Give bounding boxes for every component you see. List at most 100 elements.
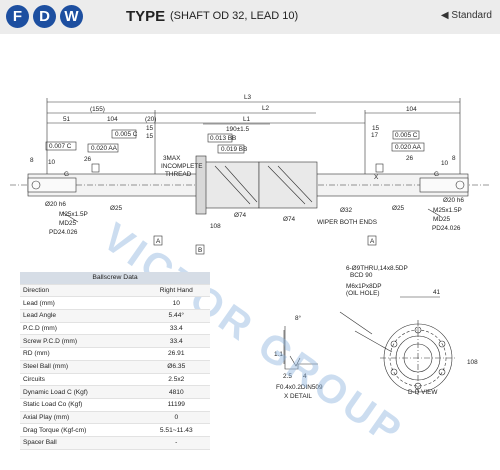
- dim-left-d20: Ø20 h6: [45, 201, 66, 208]
- type-badge-w: W: [60, 5, 83, 28]
- type-badge-d: D: [33, 5, 56, 28]
- tol-left-2: 0.005 C: [115, 131, 138, 138]
- dim-d32: Ø32: [340, 207, 353, 214]
- dim-l2: L2: [262, 105, 270, 112]
- table-row: Dynamic Load C (Kgf)4810: [20, 385, 210, 399]
- table-row: P.C.D (mm)33.4: [20, 322, 210, 336]
- md-right: MD25: [433, 216, 450, 223]
- table-row: Steel Ball (mm)Ø6.35: [20, 360, 210, 374]
- dim-17: 17: [371, 132, 379, 139]
- row-label: Spacer Ball: [20, 436, 143, 450]
- type-subtitle: (SHAFT OD 32, LEAD 10): [170, 10, 299, 22]
- pd-right: PD24.026: [432, 225, 461, 232]
- row-value: 33.4: [142, 322, 210, 336]
- standard-button-label: Standard: [451, 10, 492, 21]
- dim-d74a: Ø74: [234, 212, 247, 219]
- row-label: Circuits: [20, 373, 143, 387]
- table-row: Axial Play (mm)0: [20, 411, 210, 425]
- x-11: 1.1: [274, 351, 283, 358]
- row-label: Dynamic Load C (Kgf): [20, 385, 143, 399]
- dim-15c: 15: [372, 125, 380, 132]
- label-right-g: G: [434, 171, 439, 178]
- table-title: Ballscrew Data: [20, 272, 210, 285]
- row-value: 2.5x2: [142, 373, 210, 387]
- table-row: Lead (mm)10: [20, 296, 210, 311]
- row-value: 4810: [142, 385, 210, 399]
- label-x: X: [374, 174, 379, 181]
- x-4: 4: [303, 373, 307, 380]
- dim-right-10: 10: [441, 160, 449, 167]
- dim-d74b: Ø74: [283, 216, 296, 223]
- tol-left-1: 0.007 C: [49, 143, 72, 150]
- tol-bb2: 0.019 BB: [221, 146, 247, 153]
- label-left-g: G: [64, 171, 69, 178]
- dim-left-10: 10: [48, 159, 56, 166]
- triangle-left-icon: ◀: [440, 10, 449, 21]
- row-value: 11199: [142, 398, 210, 412]
- row-value: 26.91: [142, 347, 210, 361]
- dim-51: 51: [63, 116, 71, 123]
- tol-right-2: 0.020 AA: [395, 144, 422, 151]
- row-label: Direction: [20, 284, 143, 298]
- row-label: Drag Torque (Kgf-cm): [20, 423, 143, 437]
- dim-right-d25: Ø25: [392, 205, 405, 212]
- ballscrew-drawing: L3 L2 L1 (155) 104 51 104 (20) 15 15 190…: [10, 94, 490, 400]
- datum-b: B: [198, 247, 202, 254]
- standard-button[interactable]: ◀ Standard: [441, 10, 492, 21]
- dim-108: 108: [210, 223, 221, 230]
- md-left: MD25: [59, 220, 76, 227]
- row-label: Steel Ball (mm): [20, 360, 143, 374]
- label-3max: 3MAX: [163, 155, 181, 162]
- dim-left-8: 8: [30, 157, 34, 164]
- dd-view-title: D-D VIEW: [408, 389, 438, 396]
- dim-right-d20: Ø20 h6: [443, 197, 464, 204]
- tol-right-1: 0.005 C: [395, 132, 418, 139]
- tol-bb1: 0.013 BB: [210, 135, 236, 142]
- dd-41: 41: [433, 289, 441, 296]
- row-label: Lead Angle: [20, 309, 143, 323]
- table-row: Static Load Co (Kgf)11199: [20, 398, 210, 412]
- dim-104-left: 104: [107, 116, 118, 123]
- label-incomplete: INCOMPLETE: [161, 163, 203, 170]
- datum-left-a: A: [156, 238, 161, 245]
- x-detail-title: X DETAIL: [284, 393, 312, 400]
- x-note: F0.4x0.2DIN509: [276, 384, 323, 391]
- row-label: P.C.D (mm): [20, 322, 143, 336]
- dim-190: 190±1.5: [226, 126, 249, 133]
- thread-right: M25x1.5P: [433, 207, 462, 214]
- dim-15a: 15: [146, 125, 154, 132]
- datum-right-a: A: [370, 238, 375, 245]
- header-bar: F D W TYPE (SHAFT OD 32, LEAD 10) ◀ Stan…: [0, 0, 500, 34]
- dd-bcd: BCD 90: [350, 272, 373, 279]
- dim-104-right: 104: [406, 106, 417, 113]
- row-label: Lead (mm): [20, 296, 143, 311]
- dim-15b: 15: [146, 133, 154, 140]
- row-value: -: [142, 436, 210, 450]
- x-25: 2.5: [283, 373, 292, 380]
- dd-oil: M6x1Px8DP: [346, 283, 382, 290]
- dim-right-8: 8: [452, 155, 456, 162]
- x-angle: 8°: [295, 314, 302, 322]
- dim-right-26: 26: [406, 155, 414, 162]
- row-value: Ø6.35: [142, 360, 210, 374]
- label-wiper: WIPER BOTH ENDS: [317, 219, 377, 226]
- row-value: Right Hand: [142, 284, 210, 298]
- row-value: 33.4: [142, 334, 210, 349]
- row-label: RD (mm): [20, 347, 143, 361]
- row-value: 10: [142, 296, 210, 311]
- row-label: Screw P.C.D (mm): [20, 334, 143, 349]
- table-row: Spacer Ball-: [20, 436, 210, 450]
- type-title: TYPE: [126, 8, 166, 25]
- dd-oil2: (OIL HOLE): [346, 290, 380, 297]
- row-label: Axial Play (mm): [20, 411, 143, 425]
- pd-left: PD24.026: [49, 229, 78, 236]
- dd-holes: 6-Ø9THRU,14x8.5DP: [346, 265, 408, 272]
- type-badge-f: F: [6, 5, 29, 28]
- table-row: RD (mm)26.91: [20, 347, 210, 361]
- dim-155: (155): [90, 106, 105, 113]
- thread-left: M25x1.5P: [59, 211, 88, 218]
- dim-left-d25: Ø25: [110, 205, 123, 212]
